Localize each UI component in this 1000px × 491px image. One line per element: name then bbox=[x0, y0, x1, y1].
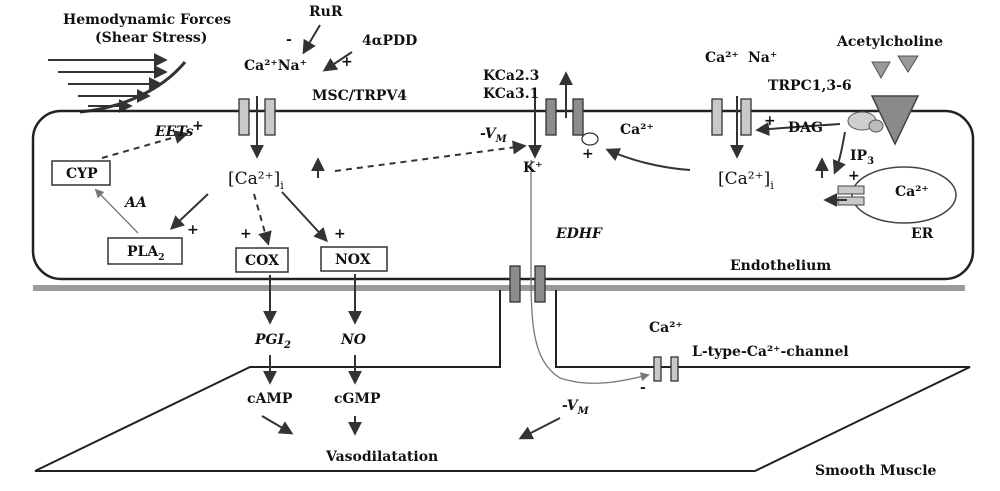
rur-label: RuR bbox=[309, 4, 343, 20]
camp-label: cAMP bbox=[247, 391, 293, 407]
er-label: ER bbox=[911, 226, 934, 242]
trpc-label: TRPC1,3-6 bbox=[768, 78, 852, 94]
acetylcholine-molecules bbox=[871, 55, 919, 80]
muscarinic-receptor bbox=[847, 95, 920, 146]
cox-label: COX bbox=[245, 253, 279, 269]
ca-top-right-label: Ca²⁺ bbox=[705, 50, 739, 66]
nox-box bbox=[320, 246, 388, 272]
pla2-box bbox=[107, 237, 183, 265]
edhf-label: EDHF bbox=[555, 226, 603, 242]
cox-box bbox=[235, 247, 289, 273]
er-ca-label: Ca²⁺ bbox=[895, 184, 929, 200]
pla2-plus: + bbox=[187, 222, 199, 238]
eets-label: EETs bbox=[154, 124, 193, 140]
shear-stress-arrows bbox=[48, 53, 187, 114]
gap-junction bbox=[509, 265, 546, 303]
ca-i-left-label: [Ca²⁺]i bbox=[228, 169, 284, 192]
ca-near-k-label: Ca²⁺ bbox=[620, 122, 654, 138]
smooth-muscle-label: Smooth Muscle bbox=[815, 463, 937, 479]
msc-trpv4-label: MSC/TRPV4 bbox=[312, 88, 407, 104]
eets-plus: + bbox=[192, 118, 204, 134]
nox-plus: + bbox=[334, 226, 346, 242]
ltype-minus: - bbox=[640, 380, 646, 396]
pla2-label: PLA2 bbox=[127, 244, 165, 263]
4apdd-label: 4αPDD bbox=[362, 33, 417, 49]
hemodynamic-forces-title: Hemodynamic Forces bbox=[63, 12, 231, 28]
pgi2-label: PGI2 bbox=[254, 332, 291, 351]
ca-ltype-label: Ca²⁺ bbox=[649, 320, 683, 336]
kca31-label: KCa3.1 bbox=[483, 86, 539, 102]
vm-bottom-label: -VM bbox=[562, 398, 590, 417]
endothelial-cell bbox=[31, 109, 975, 281]
rur-minus: - bbox=[286, 32, 292, 48]
endoplasmic-reticulum bbox=[851, 166, 957, 224]
shear-stress-label: (Shear Stress) bbox=[95, 30, 207, 46]
endothelium-label: Endothelium bbox=[730, 258, 831, 274]
ip3-plus: + bbox=[848, 168, 860, 184]
ca-na-left-label: Ca²⁺Na⁺ bbox=[244, 58, 307, 74]
cox-plus: + bbox=[240, 226, 252, 242]
ltype-channel-label: L-type-Ca²⁺-channel bbox=[692, 344, 849, 360]
k-plus-label: K⁺ bbox=[523, 160, 543, 176]
kca-channel bbox=[545, 98, 599, 146]
trpc-channel bbox=[711, 98, 752, 136]
pathway-arrows bbox=[94, 24, 847, 440]
ca-i-right-label: [Ca²⁺]i bbox=[718, 169, 774, 192]
acetylcholine-label: Acetylcholine bbox=[836, 34, 943, 50]
dag-plus: + bbox=[764, 113, 776, 129]
cgmp-label: cGMP bbox=[334, 391, 381, 407]
nox-label: NOX bbox=[335, 252, 371, 268]
vasodilatation-label: Vasodilatation bbox=[325, 449, 438, 465]
cyp-box bbox=[51, 160, 111, 186]
kca23-label: KCa2.3 bbox=[483, 68, 539, 84]
na-top-right-label: Na⁺ bbox=[748, 50, 777, 66]
aa-label: AA bbox=[123, 195, 147, 211]
cyp-label: CYP bbox=[66, 166, 98, 182]
msc-trpv4-channel bbox=[238, 98, 276, 136]
vm-top-label: -VM bbox=[480, 126, 508, 145]
no-label: NO bbox=[340, 332, 367, 348]
dag-label: DAG bbox=[788, 120, 823, 136]
l-type-channel bbox=[653, 356, 679, 382]
plus-near-k: + bbox=[582, 146, 594, 162]
smooth-muscle-cell bbox=[34, 290, 971, 472]
ip3-label: IP3 bbox=[850, 148, 874, 167]
4apdd-plus: + bbox=[341, 54, 353, 70]
